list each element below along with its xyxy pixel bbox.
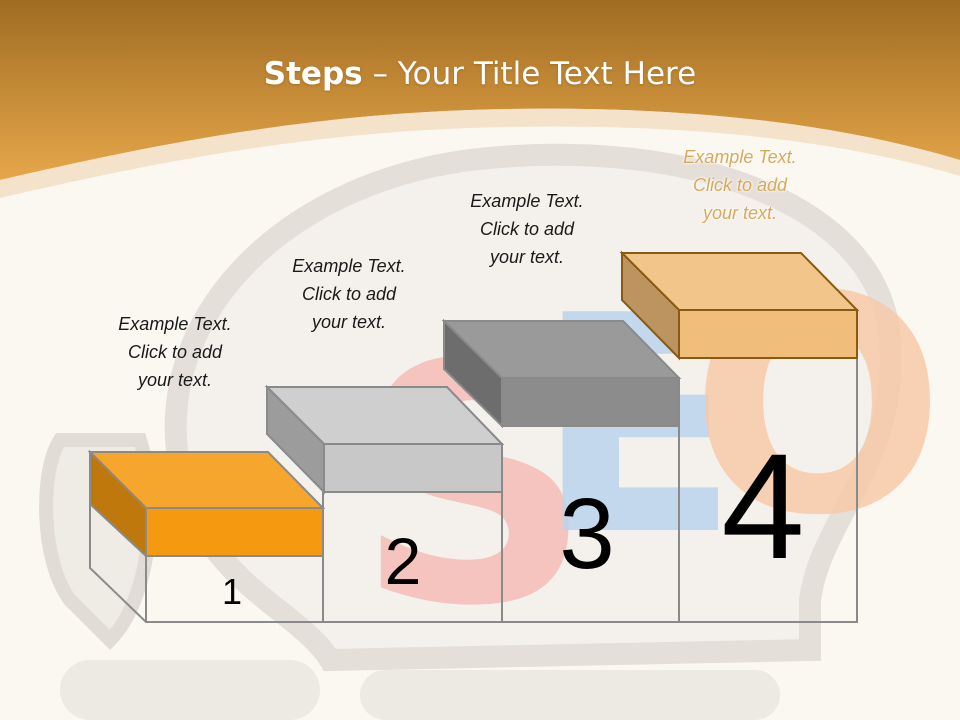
step-4-block <box>619 250 860 361</box>
step-4-line-3: your text. <box>702 203 778 223</box>
step-3-line-1: Example Text. <box>470 191 584 211</box>
step-2-block <box>264 384 505 495</box>
step-4-text[interactable]: Example Text. Click to add your text. <box>645 143 835 227</box>
step-1-line-3: your text. <box>137 370 213 390</box>
step-1-text[interactable]: Example Text. Click to add your text. <box>80 310 270 394</box>
step-1-number: 1 <box>222 571 242 612</box>
step-2-line-3: your text. <box>311 312 387 332</box>
step-1-line-2: Click to add <box>127 342 223 362</box>
step-2-number: 2 <box>385 524 422 598</box>
title-bold: Steps <box>263 56 363 92</box>
step-3-line-2: Click to add <box>479 219 575 239</box>
slide-title[interactable]: Steps – Your Title Text Here <box>0 52 960 96</box>
step-1-line-1: Example Text. <box>118 314 232 334</box>
step-4-line-1: Example Text. <box>683 147 797 167</box>
step-3-text[interactable]: Example Text. Click to add your text. <box>432 187 622 271</box>
title-rest: – Your Title Text Here <box>362 56 697 92</box>
header-swoosh <box>0 108 960 198</box>
step-4-line-2: Click to add <box>692 175 788 195</box>
step-3-number: 3 <box>559 478 615 590</box>
step-4-number: 4 <box>721 422 804 590</box>
header-band <box>0 0 960 180</box>
step-1-block <box>87 449 326 559</box>
step-2-line-2: Click to add <box>301 284 397 304</box>
step-2-text[interactable]: Example Text. Click to add your text. <box>254 252 444 336</box>
step-3-line-3: your text. <box>489 247 565 267</box>
step-2-line-1: Example Text. <box>292 256 406 276</box>
step-3-block <box>441 318 682 429</box>
